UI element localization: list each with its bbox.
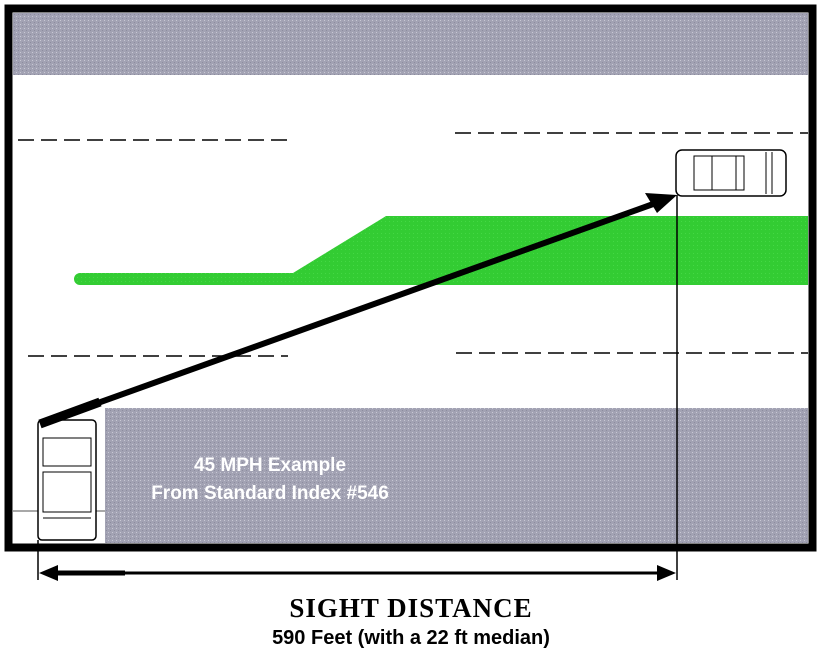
far-car <box>675 149 787 197</box>
top-shoulder <box>13 13 808 75</box>
dimension-arrow <box>39 565 676 581</box>
example-label-line2: From Standard Index #546 <box>151 483 389 504</box>
near-car <box>37 419 97 541</box>
example-label-line1: 45 MPH Example <box>194 455 346 476</box>
bottom-shoulder <box>105 408 808 543</box>
sight-distance-subtitle: 590 Feet (with a 22 ft median) <box>272 627 550 649</box>
sight-line-origin <box>38 397 102 429</box>
sight-line-arrowhead <box>645 193 677 213</box>
sight-distance-title: SIGHT DISTANCE <box>289 593 532 623</box>
sight-line <box>40 200 658 426</box>
median <box>74 216 808 285</box>
